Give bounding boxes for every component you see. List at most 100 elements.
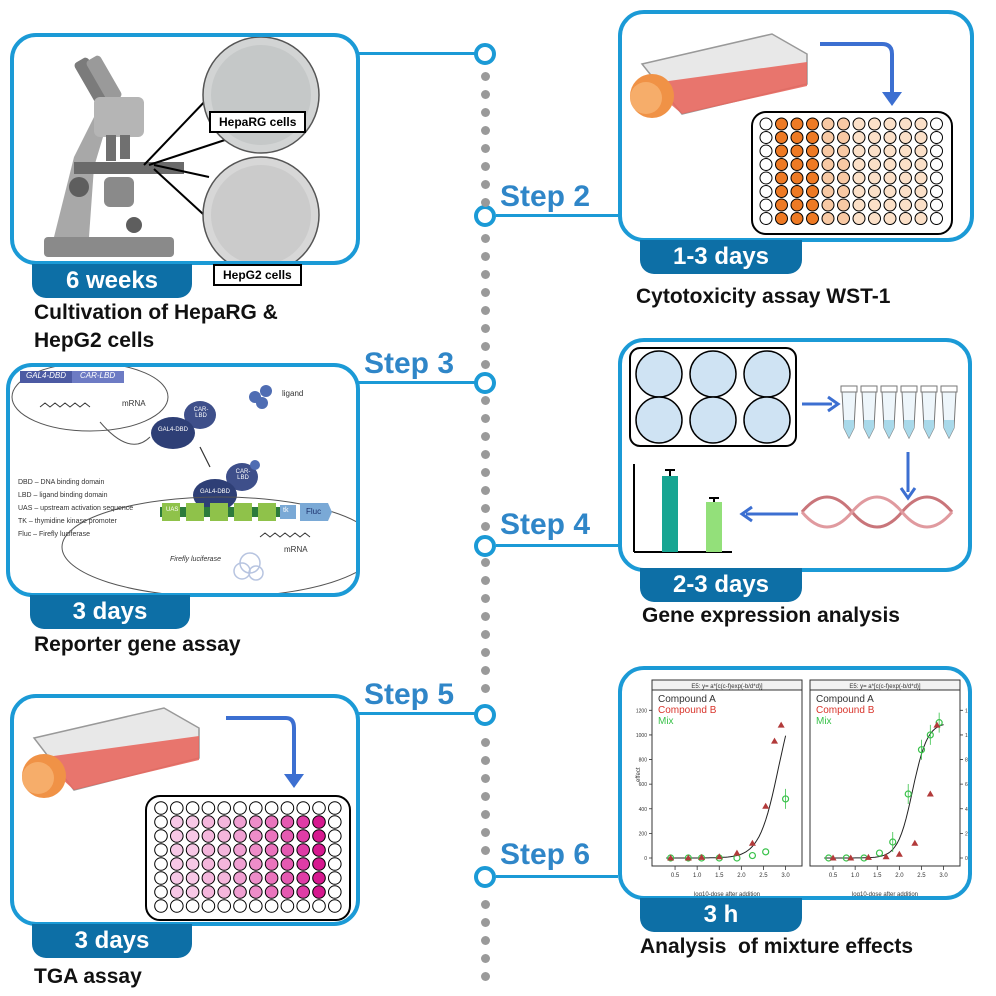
plate-well (930, 158, 943, 171)
plate-well (154, 885, 168, 899)
x-tick-label: 2.5 (917, 873, 926, 879)
car-molecule-label-bound: CAR-LBD (235, 469, 251, 481)
pcr-tubes-icon (840, 385, 958, 440)
uas-label: UAS (166, 507, 179, 513)
plate-well (883, 131, 897, 144)
plate-well (296, 857, 311, 871)
plate-well (249, 829, 263, 843)
plate-well (154, 857, 168, 871)
plate-well (775, 212, 788, 225)
panel3-duration-badge: 3 days (30, 595, 190, 629)
y-tick-label: 800 (639, 758, 648, 764)
x-tick-label: 1.0 (851, 873, 860, 879)
plate-well (170, 857, 184, 871)
plate-well (914, 198, 928, 212)
compound-b-point (748, 839, 756, 846)
compound-b-point (771, 737, 779, 744)
panel6-caption: Analysis of mixture effects (640, 935, 914, 958)
plate-well (249, 815, 263, 829)
compound-b-point (829, 854, 837, 861)
timeline-dot (481, 306, 490, 315)
plate-well (883, 185, 897, 198)
plate-well (790, 198, 804, 212)
gal4-molecule-label-bound: GAL4-DBD (199, 489, 230, 495)
plate-well (806, 171, 819, 185)
connector-6 (496, 875, 618, 878)
compound-b-point (715, 853, 723, 860)
plate-well (790, 171, 804, 185)
plate-well (185, 815, 200, 829)
plate-well (312, 801, 326, 815)
plate-well (280, 801, 295, 815)
timeline-dot (481, 612, 490, 621)
plate-well (296, 829, 311, 843)
hepg2-label: HepG2 cells (213, 264, 302, 286)
compound-b-point (667, 854, 675, 861)
mix-point (762, 848, 770, 856)
plate-well (264, 815, 279, 829)
plate-well (837, 198, 850, 212)
plate-well (312, 871, 326, 885)
panel-cultivation: HepaRG cells (10, 33, 360, 265)
timeline-dot (481, 972, 490, 981)
plate-well (914, 144, 928, 158)
connector-3 (358, 381, 476, 384)
panel2-duration-badge: 1-3 days (640, 240, 802, 274)
timeline-dot (481, 162, 490, 171)
connector-5 (358, 712, 476, 715)
x-axis-label-left: log10-dose after addition (694, 892, 760, 898)
plate-well (328, 843, 342, 857)
timeline-node-5 (474, 704, 496, 726)
panel5-caption: TGA assay (34, 965, 142, 988)
y-tick-label: 0 (965, 856, 968, 862)
plate-well (914, 117, 928, 131)
timeline-dot (481, 198, 490, 207)
plate-well (280, 815, 295, 829)
y-tick-label: 200 (965, 831, 972, 837)
x-tick-label: 3.0 (939, 873, 948, 879)
car-molecule-label: CAR-LBD (193, 407, 209, 419)
pcr-tube-cap (900, 385, 918, 393)
plate-well (837, 212, 850, 225)
plate-well (790, 117, 804, 131)
pcr-tube-liquid (864, 420, 874, 438)
compound-b-point (926, 790, 934, 797)
plate-well (249, 899, 263, 913)
plate-well (930, 171, 943, 185)
timeline-dot (481, 936, 490, 945)
plate-well (837, 185, 850, 198)
compound-b-point (762, 802, 770, 809)
fluc-label: Fluc (306, 507, 322, 516)
plate-well (170, 871, 184, 885)
culture-flask-icon (22, 707, 200, 798)
plate-well (185, 829, 200, 843)
timeline-dot (481, 414, 490, 423)
pcr-tube-cap (860, 385, 878, 393)
plate-well (280, 843, 295, 857)
plate-well (280, 829, 295, 843)
timeline-dot (481, 108, 490, 117)
legend-compound-a: Compound A (658, 694, 716, 705)
plate-well (914, 158, 928, 171)
step-5-label: Step 5 (364, 678, 455, 711)
plate-well (201, 885, 216, 899)
plate-well (806, 158, 819, 171)
plate-well (264, 829, 279, 843)
plate-well (201, 857, 216, 871)
plate-well (328, 801, 342, 815)
ligand-label: ligand (282, 389, 304, 398)
plate-well (185, 899, 200, 913)
plate-well (852, 117, 866, 131)
timeline-dot (481, 360, 490, 369)
timeline-dot (481, 486, 490, 495)
plate-well (312, 829, 326, 843)
plate-well (837, 131, 850, 144)
plate-well (759, 185, 773, 198)
plate-well (328, 899, 342, 913)
plate-well (170, 843, 184, 857)
plate-well (154, 801, 168, 815)
x-tick-label: 2.0 (737, 873, 746, 879)
timeline-node-6 (474, 866, 496, 888)
plate-well (759, 131, 773, 144)
